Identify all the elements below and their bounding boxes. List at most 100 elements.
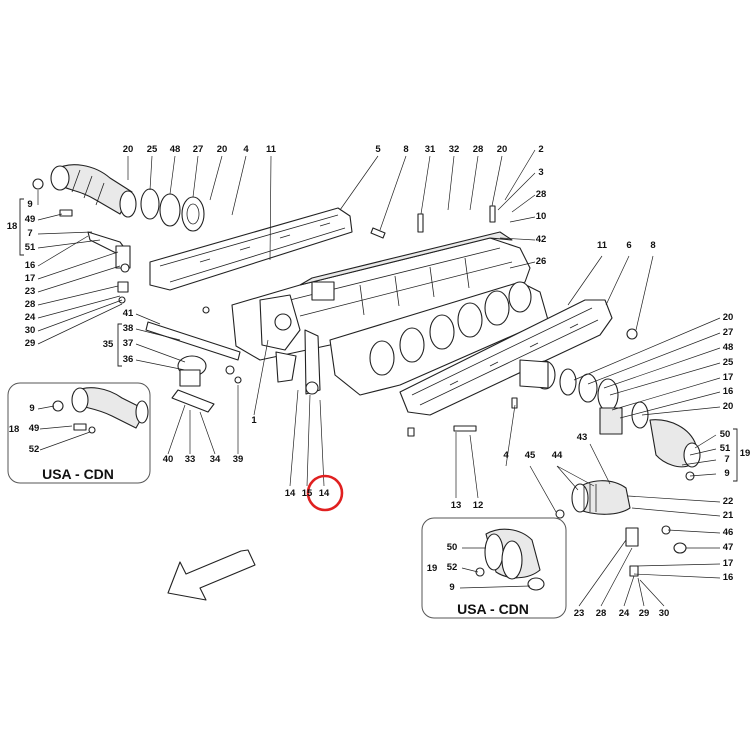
idle-valve-assembly xyxy=(145,321,242,413)
part-label-l35: 35 xyxy=(103,339,114,350)
part-label-l50a: 50 xyxy=(720,429,731,440)
part-label-l51a: 51 xyxy=(25,242,36,253)
part-label-l8a: 8 xyxy=(403,144,408,155)
part-label-l20b: 20 xyxy=(217,144,228,155)
part-label-l25a: 25 xyxy=(147,144,158,155)
part-label-l40: 40 xyxy=(163,454,174,465)
part-label-l20a: 20 xyxy=(123,144,134,155)
part-label-l27a: 27 xyxy=(193,144,204,155)
part-label-l13: 13 xyxy=(451,500,462,511)
part-label-l4a: 4 xyxy=(243,144,249,155)
lower-throttle-body xyxy=(555,480,687,577)
part-label-j52: 52 xyxy=(447,562,458,573)
part-label-l9b: 9 xyxy=(724,468,729,479)
part-label-l23b: 23 xyxy=(574,608,585,619)
part-label-l16c: 16 xyxy=(723,572,734,583)
part-label-j9: 9 xyxy=(449,582,454,593)
part-label-l44: 44 xyxy=(552,450,563,461)
part-label-l14a: 14 xyxy=(285,488,296,499)
part-label-l45: 45 xyxy=(525,450,536,461)
part-label-l34: 34 xyxy=(210,454,221,465)
inset-left-title: USA - CDN xyxy=(42,466,114,482)
intake-duct-left xyxy=(32,164,205,232)
part-label-l1: 1 xyxy=(251,415,257,426)
part-label-l3: 3 xyxy=(538,167,543,178)
part-label-l30b: 30 xyxy=(659,608,670,619)
right-throttle-assembly xyxy=(559,368,701,481)
part-label-l17a: 17 xyxy=(25,273,36,284)
part-label-j50: 50 xyxy=(447,542,458,553)
part-label-l12: 12 xyxy=(473,500,484,511)
part-label-i18: 18 xyxy=(9,424,20,435)
part-label-l28b: 28 xyxy=(536,189,547,200)
part-label-l43: 43 xyxy=(577,432,588,443)
part-label-l46: 46 xyxy=(723,527,734,538)
part-label-l25b: 25 xyxy=(723,357,734,368)
part-label-l9a: 9 xyxy=(27,199,32,210)
part-label-l26: 26 xyxy=(536,256,547,267)
part-label-l39: 39 xyxy=(233,454,244,465)
inset-usa-cdn-left xyxy=(7,382,151,484)
part-label-l7a: 7 xyxy=(27,228,32,239)
part-label-l24a: 24 xyxy=(25,312,36,323)
part-label-l8b: 8 xyxy=(650,240,655,251)
part-label-l33: 33 xyxy=(185,454,196,465)
part-label-l41: 41 xyxy=(123,308,134,319)
intake-runners xyxy=(275,281,549,396)
part-label-j19: 19 xyxy=(427,563,438,574)
part-label-l17b: 17 xyxy=(723,372,734,383)
part-label-l6: 6 xyxy=(626,240,631,251)
part-label-i49: 49 xyxy=(29,423,40,434)
part-label-l47: 47 xyxy=(723,542,734,553)
part-label-l23a: 23 xyxy=(25,286,36,297)
central-intake-plenum xyxy=(231,231,531,361)
part-label-l48a: 48 xyxy=(170,144,181,155)
part-label-l29b: 29 xyxy=(639,608,650,619)
part-label-l28d: 28 xyxy=(596,608,607,619)
part-label-l11a: 11 xyxy=(266,144,277,155)
part-label-l36: 36 xyxy=(123,354,134,365)
part-label-l31: 31 xyxy=(425,144,436,155)
fasteners xyxy=(202,205,638,437)
part-label-l21: 21 xyxy=(723,510,734,521)
part-label-l14b: 14 xyxy=(319,488,330,499)
right-intake-manifold xyxy=(399,299,613,416)
part-label-l16b: 16 xyxy=(723,386,734,397)
part-label-l19a: 19 xyxy=(740,448,751,459)
part-label-l20c: 20 xyxy=(497,144,508,155)
part-label-l24b: 24 xyxy=(619,608,630,619)
inset-right-title: USA - CDN xyxy=(457,601,529,617)
part-label-l28c: 28 xyxy=(25,299,36,310)
part-label-l4b: 4 xyxy=(503,450,509,461)
part-label-l11b: 11 xyxy=(597,240,608,251)
part-label-l48b: 48 xyxy=(723,342,734,353)
part-label-l49a: 49 xyxy=(25,214,36,225)
highlight-circle xyxy=(306,474,344,512)
part-label-l16a: 16 xyxy=(25,260,36,271)
part-label-l15: 15 xyxy=(302,488,313,499)
part-label-l37: 37 xyxy=(123,338,134,349)
part-label-l5: 5 xyxy=(375,144,381,155)
left-small-fittings xyxy=(87,231,131,304)
part-label-l42: 42 xyxy=(536,234,547,245)
part-label-l30a: 30 xyxy=(25,325,36,336)
part-label-i52: 52 xyxy=(29,444,40,455)
part-label-l7b: 7 xyxy=(724,454,729,465)
inset-usa-cdn-right xyxy=(421,517,567,619)
part-label-l27b: 27 xyxy=(723,327,734,338)
part-label-l17c: 17 xyxy=(723,558,734,569)
part-label-l18a: 18 xyxy=(7,221,18,232)
part-label-l51b: 51 xyxy=(720,443,731,454)
part-label-i9: 9 xyxy=(29,403,34,414)
part-label-l20d: 20 xyxy=(723,312,734,323)
part-label-l28a: 28 xyxy=(473,144,484,155)
part-label-l10: 10 xyxy=(536,211,547,222)
part-label-l20e: 20 xyxy=(723,401,734,412)
part-label-l22: 22 xyxy=(723,496,734,507)
part-label-l29a: 29 xyxy=(25,338,36,349)
part-label-l38: 38 xyxy=(123,323,134,334)
part-label-l32: 32 xyxy=(449,144,460,155)
front-direction-arrow xyxy=(167,549,256,601)
